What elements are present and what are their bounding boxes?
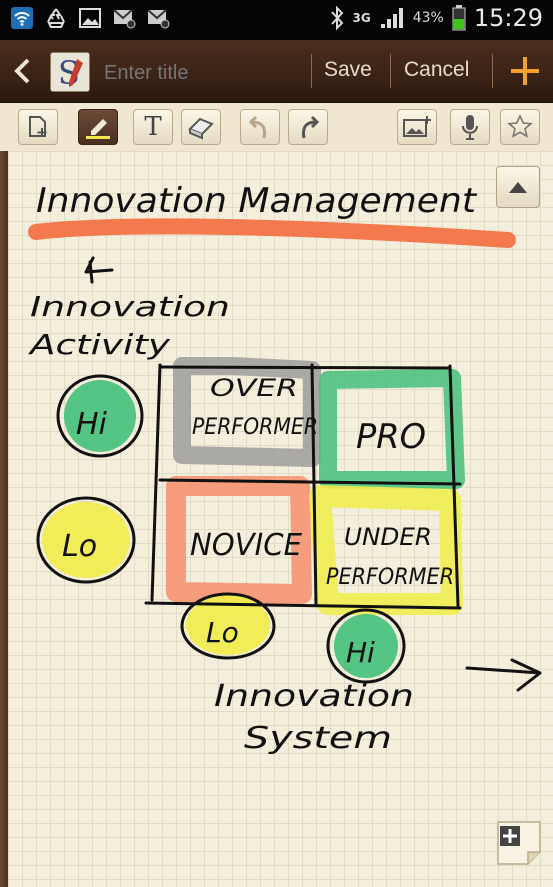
redo-icon	[302, 115, 320, 139]
star-icon	[507, 114, 533, 138]
quadrant-over-performer-line2: PERFORMER	[192, 415, 318, 440]
app-logo: S	[50, 52, 90, 92]
divider	[492, 54, 493, 88]
arrow-up	[84, 256, 114, 284]
insert-image-icon	[403, 116, 431, 137]
email-icon	[147, 9, 170, 29]
action-bar: S Save Cancel	[0, 40, 553, 104]
battery-percent: 43%	[412, 10, 444, 26]
y-axis-label-line1: Innovation	[30, 290, 230, 323]
voice-button[interactable]	[450, 109, 490, 145]
favorite-button[interactable]	[500, 109, 540, 145]
text-button[interactable]: T	[133, 109, 173, 145]
bluetooth-icon	[330, 5, 343, 31]
quadrant-novice: NOVICE	[190, 528, 302, 563]
insert-image-button[interactable]	[397, 109, 437, 145]
insert-page-button[interactable]	[18, 109, 58, 145]
marker-lo-outline	[180, 592, 276, 660]
divider	[390, 54, 391, 88]
x-axis-label-line1: Innovation	[214, 679, 414, 714]
status-bar: 3G 43% 15:29	[0, 0, 553, 40]
undo-button[interactable]	[240, 109, 280, 145]
microphone-icon	[462, 115, 478, 140]
battery-icon	[452, 5, 466, 31]
pen-button[interactable]	[78, 109, 118, 145]
add-page-icon[interactable]	[494, 818, 544, 868]
y-marker-lo: Lo	[62, 529, 97, 564]
email-icon	[113, 9, 136, 29]
pen-icon	[86, 119, 110, 139]
top-line	[158, 365, 452, 370]
svg-text:S: S	[58, 54, 80, 91]
x-axis-line	[144, 601, 462, 610]
wifi-icon	[11, 7, 33, 29]
heading-underline	[28, 218, 516, 248]
undo-icon	[248, 115, 266, 139]
eraser-icon	[188, 117, 214, 140]
cancel-button[interactable]: Cancel	[404, 58, 470, 81]
quadrant-under-performer-highlight	[309, 485, 463, 615]
quadrant-under-performer-line2: PERFORMER	[326, 565, 454, 590]
quadrant-novice-highlight	[166, 476, 312, 604]
quadrant-pro: PRO	[356, 417, 426, 457]
y-axis-line	[150, 363, 162, 602]
back-icon[interactable]	[10, 56, 36, 86]
y-axis-label-line2: Activity	[27, 328, 170, 361]
redo-button[interactable]	[288, 109, 328, 145]
x-marker-hi: Hi	[346, 636, 375, 669]
middle-vertical	[310, 363, 318, 606]
triangle-up-icon	[509, 182, 527, 193]
gallery-icon	[79, 8, 101, 28]
recycle-icon	[47, 8, 65, 28]
eraser-button[interactable]	[181, 109, 221, 145]
marker-lo-outline	[36, 496, 136, 584]
quadrant-over-performer-line1: OVER	[210, 374, 298, 402]
arrow-right	[465, 658, 542, 692]
quadrant-under-performer-line1: UNDER	[344, 523, 432, 551]
x-axis-label-line2: System	[244, 721, 392, 756]
marker-lo-fill	[42, 502, 130, 578]
middle-horizontal	[158, 478, 462, 486]
y-marker-hi: Hi	[76, 407, 108, 442]
quadrant-pro-highlight	[319, 369, 465, 489]
collapse-button[interactable]	[496, 166, 540, 208]
note-heading: Innovation Management	[36, 181, 478, 221]
right-line	[448, 364, 460, 608]
add-note-icon[interactable]	[508, 54, 542, 88]
divider	[311, 54, 312, 88]
signal-icon	[380, 8, 403, 28]
canvas-edge	[0, 151, 8, 887]
title-input[interactable]	[102, 58, 296, 88]
network-type: 3G	[352, 10, 371, 25]
text-icon: T	[144, 112, 162, 142]
save-button[interactable]: Save	[324, 58, 372, 81]
marker-hi-outline	[326, 608, 406, 684]
marker-lo-fill	[186, 595, 270, 655]
toolbar: T	[0, 103, 553, 152]
clock: 15:29	[473, 4, 543, 32]
x-marker-lo: Lo	[206, 616, 239, 649]
insert-page-icon	[29, 116, 47, 137]
marker-hi-fill	[64, 380, 136, 452]
marker-hi-fill	[334, 614, 398, 678]
marker-hi-outline	[56, 374, 144, 458]
